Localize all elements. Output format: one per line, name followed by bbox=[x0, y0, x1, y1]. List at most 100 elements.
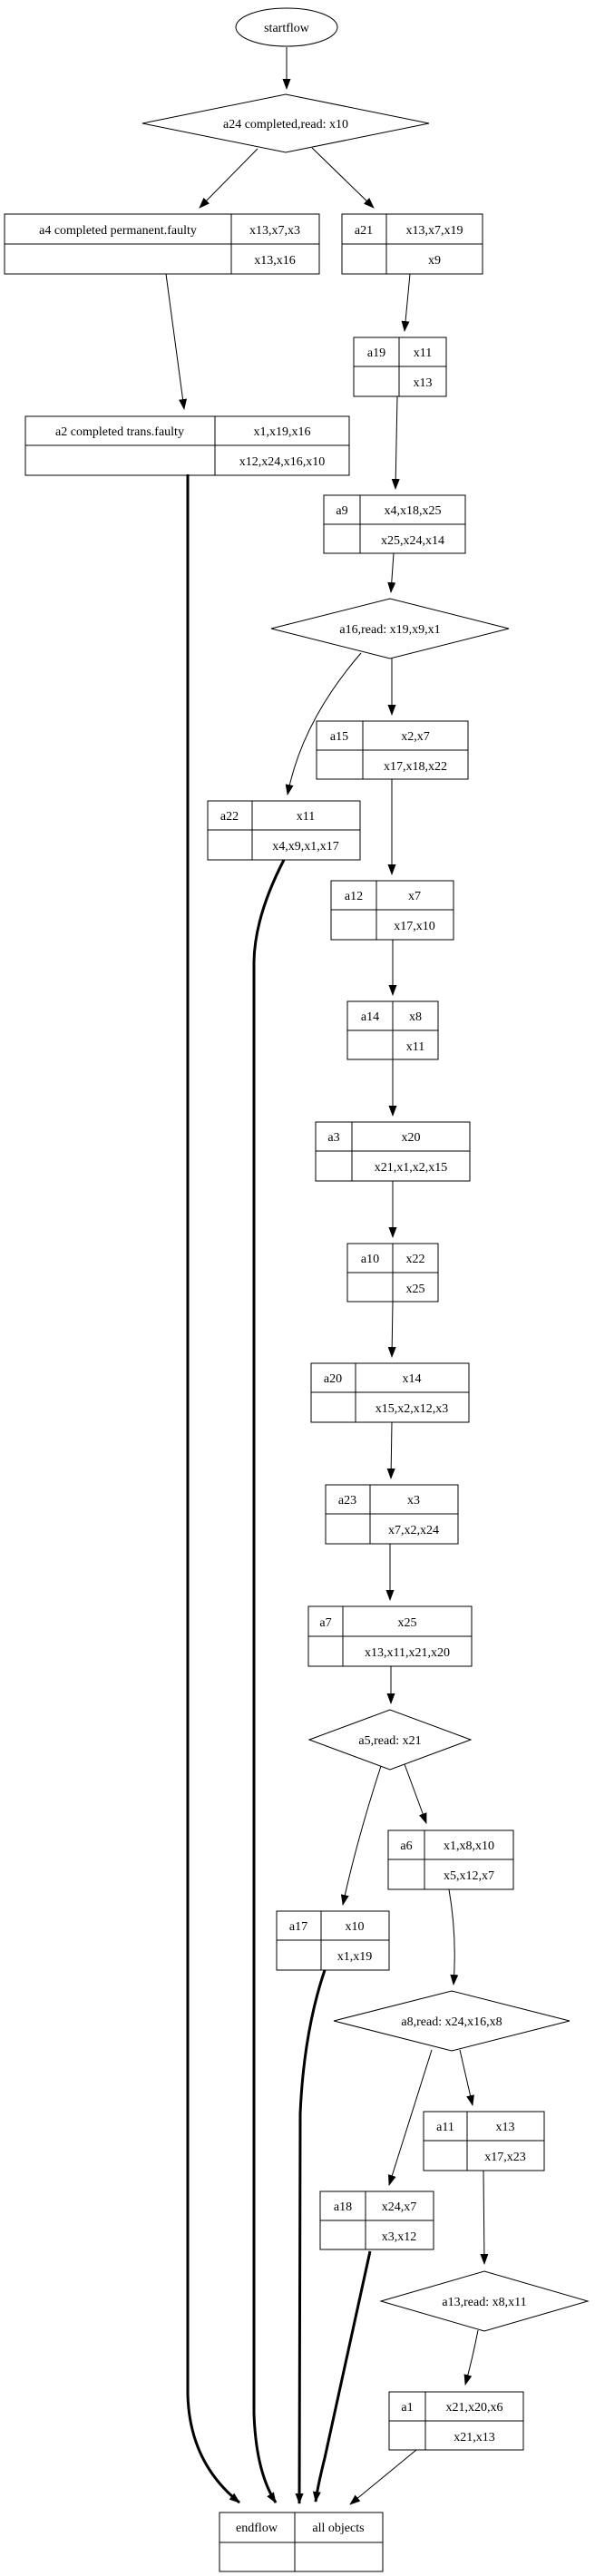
node-a11-reads: x13 bbox=[496, 2121, 515, 2134]
node-a4-writes: x13,x16 bbox=[254, 254, 296, 268]
node-a18-writes: x3,x12 bbox=[382, 2230, 417, 2244]
node-a12-name: a12 bbox=[345, 890, 363, 903]
node-a2-name: a2 completed trans.faulty bbox=[55, 425, 184, 439]
node-a10-name: a10 bbox=[361, 1253, 379, 1266]
node-a18-name: a18 bbox=[334, 2200, 352, 2214]
node-a21-reads: x13,x7,x19 bbox=[406, 224, 463, 238]
node-a6-writes: x5,x12,x7 bbox=[444, 1869, 494, 1883]
node-a16-label: a16,read: x19,x9,x1 bbox=[339, 623, 440, 637]
node-startflow: startflow bbox=[235, 7, 338, 47]
node-a9-reads: x4,x18,x25 bbox=[385, 504, 442, 518]
node-a2-writes: x12,x24,x16,x10 bbox=[239, 455, 326, 469]
node-a20-reads: x14 bbox=[403, 1372, 422, 1386]
node-a18: a18 x24,x7 x3,x12 bbox=[319, 2191, 434, 2250]
edge-a18-endflow bbox=[312, 2250, 372, 2503]
edge-a16-a22 bbox=[285, 652, 362, 795]
node-endflow-all-objects: all objects bbox=[312, 2522, 364, 2535]
node-a22-name: a22 bbox=[220, 810, 239, 824]
edge-a11-a13 bbox=[480, 2170, 489, 2265]
node-a20: a20 x14 x15,x2,x12,x3 bbox=[310, 1362, 470, 1423]
edge-a5-a17 bbox=[340, 1765, 382, 1906]
node-a21-writes: x9 bbox=[428, 254, 441, 268]
node-a3-name: a3 bbox=[327, 1131, 339, 1145]
node-a10-writes: x25 bbox=[406, 1283, 425, 1296]
edge-a10-a20 bbox=[387, 1301, 396, 1358]
node-a15-name: a15 bbox=[330, 730, 348, 744]
edge-a4-a2 bbox=[165, 273, 187, 410]
node-a1-name: a1 bbox=[401, 2401, 413, 2415]
node-a17-reads: x10 bbox=[346, 1920, 365, 1934]
node-a11-name: a11 bbox=[436, 2121, 454, 2134]
node-a7-reads: x25 bbox=[398, 1616, 417, 1630]
node-a1-writes: x21,x13 bbox=[454, 2431, 495, 2444]
node-a15-reads: x2,x7 bbox=[401, 730, 430, 744]
edge-a24-a4 bbox=[199, 148, 258, 209]
node-a8: a8,read: x24,x16,x8 bbox=[333, 1990, 571, 2052]
node-a24-label: a24 completed,read: x10 bbox=[223, 118, 348, 132]
edge-a2-endflow bbox=[186, 474, 240, 2504]
edge-a6-a8 bbox=[448, 1888, 459, 1986]
node-a15: a15 x2,x7 x17,x18,x22 bbox=[316, 720, 469, 780]
node-a13-label: a13,read: x8,x11 bbox=[442, 2296, 526, 2309]
node-a9: a9 x4,x18,x25 x25,x24,x14 bbox=[323, 494, 466, 554]
node-a17-writes: x1,x19 bbox=[337, 1950, 373, 1964]
node-a7-writes: x13,x11,x21,x20 bbox=[365, 1646, 450, 1660]
edge-a20-a23 bbox=[386, 1421, 395, 1479]
edges bbox=[165, 47, 489, 2505]
edge-a8-a11 bbox=[459, 2049, 474, 2106]
node-a22-writes: x4,x9,x1,x17 bbox=[272, 840, 339, 854]
node-a1: a1 x21,x20,x6 x21,x13 bbox=[388, 2391, 524, 2451]
node-a14-reads: x8 bbox=[409, 1010, 422, 1024]
node-a10: a10 x22 x25 bbox=[346, 1243, 439, 1303]
edge-a24-a21 bbox=[311, 147, 375, 209]
node-a11-writes: x17,x23 bbox=[484, 2151, 526, 2164]
node-a21-name: a21 bbox=[355, 224, 373, 238]
edge-a19-a9 bbox=[391, 395, 400, 490]
node-endflow-label: endflow bbox=[236, 2522, 278, 2535]
node-a2: a2 completed trans.faulty x1,x19,x16 x12… bbox=[24, 415, 350, 476]
edge-a21-a19 bbox=[401, 273, 411, 332]
node-a14-writes: x11 bbox=[406, 1040, 424, 1054]
node-a17: a17 x10 x1,x19 bbox=[276, 1910, 390, 1971]
node-a23: a23 x3 x7,x2,x24 bbox=[325, 1484, 459, 1545]
node-a7-name: a7 bbox=[319, 1616, 331, 1630]
node-a7: a7 x25 x13,x11,x21,x20 bbox=[307, 1605, 473, 1667]
edge-a17-endflow bbox=[295, 1969, 327, 2504]
node-a23-writes: x7,x2,x24 bbox=[388, 1524, 439, 1537]
node-a22-reads: x11 bbox=[297, 810, 315, 824]
edge-a13-a1 bbox=[463, 2329, 479, 2386]
node-a4-reads: x13,x7,x3 bbox=[249, 224, 300, 238]
node-a6: a6 x1,x8,x10 x5,x12,x7 bbox=[387, 1830, 514, 1890]
node-a12-reads: x7 bbox=[408, 890, 421, 903]
node-a5: a5,read: x21 bbox=[307, 1709, 473, 1771]
node-a19: a19 x11 x13 bbox=[353, 337, 447, 397]
edge-a1-endflow bbox=[349, 2449, 417, 2505]
node-a18-reads: x24,x7 bbox=[382, 2200, 417, 2214]
node-startflow-label: startflow bbox=[264, 22, 310, 35]
node-a24: a24 completed,read: x10 bbox=[141, 93, 430, 153]
edge-a5-a6 bbox=[404, 1763, 427, 1824]
node-a14-name: a14 bbox=[361, 1010, 379, 1024]
node-a1-reads: x21,x20,x6 bbox=[446, 2401, 503, 2415]
node-a12: a12 x7 x17,x10 bbox=[330, 880, 454, 941]
node-a23-name: a23 bbox=[338, 1494, 356, 1508]
node-a5-label: a5,read: x21 bbox=[358, 1734, 421, 1748]
node-a22: a22 x11 x4,x9,x1,x17 bbox=[207, 800, 361, 861]
node-a8-label: a8,read: x24,x16,x8 bbox=[401, 2015, 502, 2029]
node-a4: a4 completed permanent.faulty x13,x7,x3 … bbox=[4, 213, 320, 275]
node-a13: a13,read: x8,x11 bbox=[379, 2270, 590, 2332]
edge-a22-endflow bbox=[252, 859, 286, 2503]
node-a9-name: a9 bbox=[336, 504, 347, 518]
node-a3: a3 x20 x21,x1,x2,x15 bbox=[315, 1121, 471, 1182]
node-a20-writes: x15,x2,x12,x3 bbox=[376, 1402, 449, 1416]
node-a16: a16,read: x19,x9,x1 bbox=[270, 598, 510, 659]
edge-a9-a16 bbox=[387, 552, 396, 593]
edge-a8-a18 bbox=[388, 2049, 433, 2186]
node-a4-name: a4 completed permanent.faulty bbox=[39, 224, 197, 238]
node-a2-reads: x1,x19,x16 bbox=[254, 425, 311, 439]
node-a14: a14 x8 x11 bbox=[346, 1000, 439, 1060]
node-a19-reads: x11 bbox=[414, 346, 432, 360]
node-a3-writes: x21,x1,x2,x15 bbox=[375, 1161, 448, 1175]
